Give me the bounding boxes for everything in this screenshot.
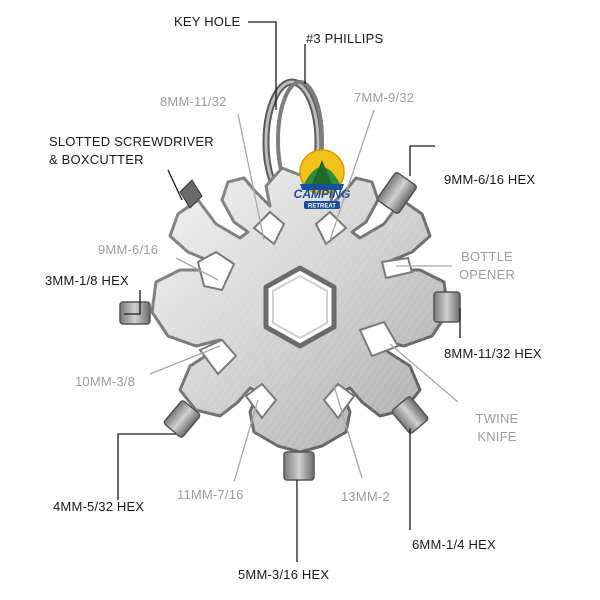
label-phillips: #3 PHILLIPS <box>306 31 384 46</box>
label-boxcutter: & BOXCUTTER <box>49 152 144 167</box>
label-9mm-hex: 9MM-6/16 HEX <box>444 172 536 187</box>
label-11mm-bottom: 11MM-7/16 <box>177 487 244 502</box>
phillips-tip <box>179 179 203 209</box>
label-9mm-left: 9MM-6/16 <box>98 242 159 257</box>
hex-bit-3mm-left <box>119 301 151 325</box>
leader-4mm-hex <box>117 433 176 500</box>
leader-7mm-top <box>329 109 375 241</box>
label-5mm-hex: 5MM-3/16 HEX <box>238 567 330 582</box>
snowflake-body <box>150 166 450 454</box>
label-slotted-screwdriver: SLOTTED SCREWDRIVER <box>49 134 214 149</box>
wrench-notch-10mm-left <box>198 338 238 376</box>
logo-subtitle: RETREAT <box>308 204 336 210</box>
label-3mm-hex: 3MM-1/8 HEX <box>45 273 129 288</box>
label-6mm-hex: 6MM-1/4 HEX <box>412 537 496 552</box>
leader-lines <box>117 21 461 562</box>
label-8mm-hex: 8MM-11/32 HEX <box>444 346 542 361</box>
wrench-notch-7mm-top <box>314 210 348 246</box>
label-knife: KNIFE <box>477 429 517 444</box>
hex-bit-6mm-bottom-right <box>391 396 429 434</box>
logo-wordmark: CAMPING <box>294 187 351 201</box>
twine-knife-slot <box>358 320 400 358</box>
leader-twine-knife <box>389 343 459 403</box>
leader-13mm-bottom <box>333 385 363 479</box>
leader-key-hole <box>248 21 277 110</box>
bottle-opener-slot <box>380 256 414 280</box>
camping-retreat-logo <box>299 149 345 195</box>
label-10mm-left: 10MM-3/8 <box>75 374 136 389</box>
leader-8mm-top <box>237 113 265 241</box>
label-twine: TWINE <box>475 411 519 426</box>
leader-10mm-left <box>149 345 221 375</box>
leader-9mm-hex <box>409 145 435 176</box>
leader-slotted <box>167 169 183 201</box>
label-8mm-top: 8MM-11/32 <box>160 94 227 109</box>
leader-11mm-bottom <box>233 399 259 483</box>
wrench-notch-9mm-left <box>196 250 236 292</box>
label-key-hole: KEY HOLE <box>174 14 241 29</box>
hex-bit-4mm-bottom-left <box>163 400 201 438</box>
wrench-notch-8mm-top <box>252 210 286 246</box>
label-bottle: BOTTLE <box>461 249 513 264</box>
hex-bit-5mm-bottom <box>283 451 315 481</box>
label-opener: OPENER <box>458 267 516 282</box>
center-hex-hole <box>263 265 337 349</box>
hex-bit-9mm-top-right <box>377 172 417 214</box>
hex-bit-8mm-right <box>433 291 461 323</box>
wrench-notch-11mm-bottom <box>244 382 278 420</box>
hex-bits <box>119 172 461 481</box>
label-7mm-top: 7MM-9/32 <box>354 90 415 105</box>
leader-9mm-left <box>175 257 219 281</box>
label-13mm-bottom: 13MM-2 <box>341 489 390 504</box>
leader-3mm-hex <box>124 290 141 315</box>
label-4mm-hex: 4MM-5/32 HEX <box>53 499 145 514</box>
